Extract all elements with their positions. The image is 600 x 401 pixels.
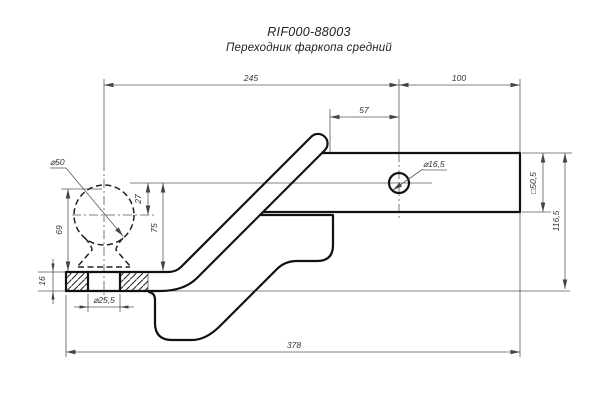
dim-16: 16 [37,276,47,286]
part-outline-tube [261,151,522,214]
dimensions: 245 100 57 ⌀16,5 □50,5 116,5 27 75 69 ⌀5… [37,73,568,355]
dim-overall-height: 116,5 [551,210,561,231]
dim-hole-dia: ⌀16,5 [423,159,445,169]
drawing-code: RIF000-88003 [267,25,351,39]
pin-hole [387,171,411,195]
part-outline-gusset [147,213,335,342]
ball-neck-right [115,237,131,267]
dim-75: 75 [149,223,159,233]
dim-100: 100 [452,73,466,83]
section-hatch-left [66,272,88,291]
part-outline-strap [64,132,329,293]
dim-27: 27 [133,194,143,205]
section-hatch-right [120,272,148,291]
dim-69: 69 [54,225,64,235]
dim-378: 378 [287,340,301,350]
dim-ball-dia: ⌀50 [50,157,65,167]
dim-57: 57 [359,105,369,115]
tow-ball-phantom [73,184,135,268]
dim-stud-dia: ⌀25,5 [93,295,115,305]
dim-245: 245 [243,73,258,83]
drawing-title: Переходник фаркопа средний [226,42,392,54]
dim-tube-square: □50,5 [528,172,538,194]
tow-ball-sphere [73,184,135,246]
ball-neck-left [77,237,93,267]
extension-lines [38,79,572,357]
